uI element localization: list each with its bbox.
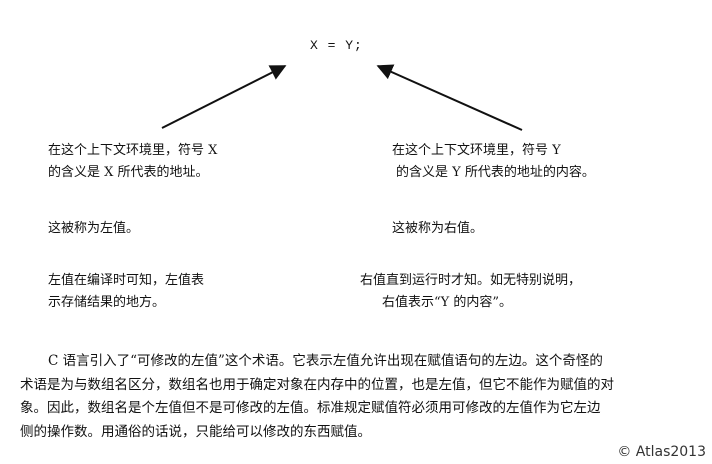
right-arrow [376,64,523,131]
left-context-line: 的含义是 X 所代表的地址。 [48,165,209,180]
right-note-line: 右值表示“Y 的内容”。 [382,295,513,310]
right-note: 右值直到运行时才知。如无特别说明， 右值表示“Y 的内容”。 [360,270,581,314]
left-name: 这被称为左值。 [48,221,140,236]
paragraph-line: 象。因此，数组名是个左值但不是可修改的左值。标准规定赋值符必须用可修改的左值作为… [20,400,601,416]
watermark: © Atlas2013 [617,444,706,460]
paragraph-line: C 语言引入了“可修改的左值”这个术语。它表示左值允许出现在赋值语句的左边。这个… [48,353,603,369]
right-note-line: 右值直到运行时才知。如无特别说明， [360,273,582,288]
left-note: 左值在编译时可知，左值表 示存储结果的地方。 [48,270,204,314]
right-context: 在这个上下文环境里，符号 Y 的含义是 Y 所代表的地址的内容。 [392,140,595,184]
left-note-line: 示存储结果的地方。 [48,295,166,310]
explanation-paragraph: C 语言引入了“可修改的左值”这个术语。它表示左值允许出现在赋值语句的左边。这个… [20,350,694,444]
paragraph-line: 术语是为与数组名区分，数组名也用于确定对象在内存中的位置，也是左值，但它不能作为… [20,376,614,393]
right-context-line: 在这个上下文环境里，符号 Y [392,143,561,158]
left-note-line: 左值在编译时可知，左值表 [48,273,205,288]
paragraph-line: 侧的操作数。用通俗的话说，只能给可以修改的东西赋值。 [20,423,371,440]
right-context-line: 的含义是 Y 所代表的地址的内容。 [396,165,595,180]
right-name: 这被称为右值。 [392,221,484,236]
left-context-line: 在这个上下文环境里，符号 X [48,143,218,158]
left-context: 在这个上下文环境里，符号 X 的含义是 X 所代表的地址。 [48,140,217,184]
left-arrow [161,65,287,129]
assignment-statement: X = Y; [310,38,363,53]
